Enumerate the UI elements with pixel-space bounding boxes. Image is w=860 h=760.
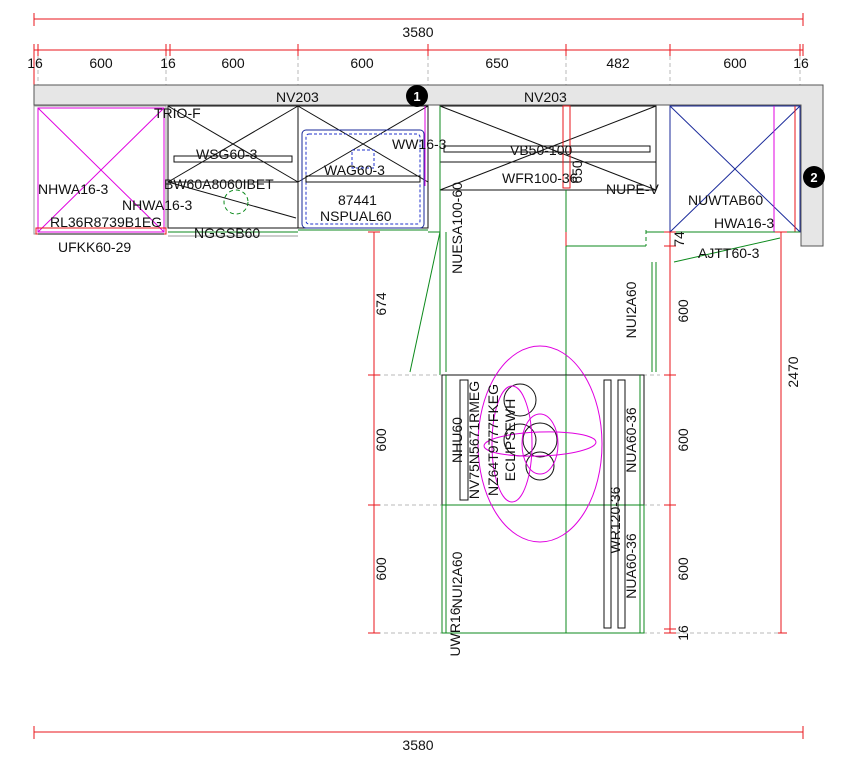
- label-ww16: WW16-3: [392, 136, 447, 152]
- island-vertical-dimensions: 674 600 600: [368, 231, 389, 634]
- label-uwr: UWR16: [447, 607, 463, 656]
- component-labels: TRIO-F NV203 NV203 WW16-3 WSG60-3 VB50-1…: [38, 89, 774, 657]
- label-nuwtab: NUWTAB60: [688, 192, 763, 208]
- label-ajtt: AJTT60-3: [698, 245, 760, 261]
- label-nv75: NV75N5671RMEG: [466, 381, 482, 499]
- label-ngg: NGGSB60: [194, 225, 260, 241]
- dim-island-2: 600: [373, 557, 389, 581]
- marker-2: 2: [803, 166, 825, 188]
- dim-island-1: 600: [373, 428, 389, 452]
- dim-right-3: 600: [675, 557, 691, 581]
- label-rl: RL36R8739B1EG: [50, 214, 162, 230]
- dim-right-1: 600: [675, 299, 691, 323]
- label-nhwa-mid: NHWA16-3: [122, 197, 192, 213]
- svg-text:1: 1: [413, 89, 420, 104]
- dim-seg-4: 600: [350, 55, 374, 71]
- label-bw: BW60A8060IBET: [164, 176, 274, 192]
- dim-650-small: 650: [569, 160, 585, 184]
- label-nhwa-left: NHWA16-3: [38, 181, 108, 197]
- dim-seg-8: 16: [793, 55, 809, 71]
- top-dimension-total: 3580: [33, 13, 804, 40]
- label-nv203-left: NV203: [276, 89, 319, 105]
- dim-island-0: 674: [373, 292, 389, 316]
- dim-top-total: 3580: [402, 24, 433, 40]
- label-ufkk: UFKK60-29: [58, 239, 131, 255]
- label-wag: WAG60-3: [324, 162, 385, 178]
- dim-seg-6: 482: [606, 55, 630, 71]
- label-nui2a-left: NUI2A60: [449, 551, 465, 608]
- bottom-dimension-total: 3580: [33, 726, 804, 753]
- label-trio: TRIO-F: [154, 105, 201, 121]
- dim-seg-0: 16: [27, 55, 43, 71]
- dim-seg-7: 600: [723, 55, 747, 71]
- dim-right-total: 2470: [785, 356, 801, 387]
- dim-right-2: 600: [675, 428, 691, 452]
- island: [370, 232, 660, 634]
- right-vertical-dimensions: 74 600 600 600 16 2470 650: [565, 160, 801, 641]
- label-87441: 87441: [338, 192, 377, 208]
- label-vb: VB50-100: [510, 142, 572, 158]
- label-nhu: NHU60: [449, 417, 465, 463]
- label-wr120: WR120-36: [607, 486, 623, 553]
- label-nua-upper: NUA60-36: [623, 407, 639, 473]
- label-hwa-right: HWA16-3: [714, 215, 774, 231]
- label-nspual: NSPUAL60: [320, 208, 392, 224]
- label-nui2a-right: NUI2A60: [623, 281, 639, 338]
- top-dimension-segments: 16 600 16 600 600 650 482 600 16: [27, 44, 809, 105]
- walls: [33, 84, 824, 247]
- top-row-cabinets: [33, 105, 801, 375]
- marker-1: 1: [406, 85, 428, 107]
- label-nupe: NUPE-V: [606, 181, 660, 197]
- label-nz64: NZ64T9777FKEG: [485, 384, 501, 496]
- label-wfr: WFR100-36: [502, 170, 578, 186]
- dim-bottom-total: 3580: [402, 737, 433, 753]
- dim-seg-5: 650: [485, 55, 509, 71]
- label-nua-lower: NUA60-36: [623, 533, 639, 599]
- label-nv203-right: NV203: [524, 89, 567, 105]
- dim-right-0: 74: [671, 231, 687, 247]
- label-eclipse: ECLIPSEWH: [502, 399, 518, 481]
- dim-seg-3: 600: [221, 55, 245, 71]
- label-nuesa: NUESA100-60: [449, 182, 465, 274]
- dim-seg-2: 16: [160, 55, 176, 71]
- label-wsg: WSG60-3: [196, 146, 258, 162]
- dim-seg-1: 600: [89, 55, 113, 71]
- svg-text:2: 2: [810, 170, 817, 185]
